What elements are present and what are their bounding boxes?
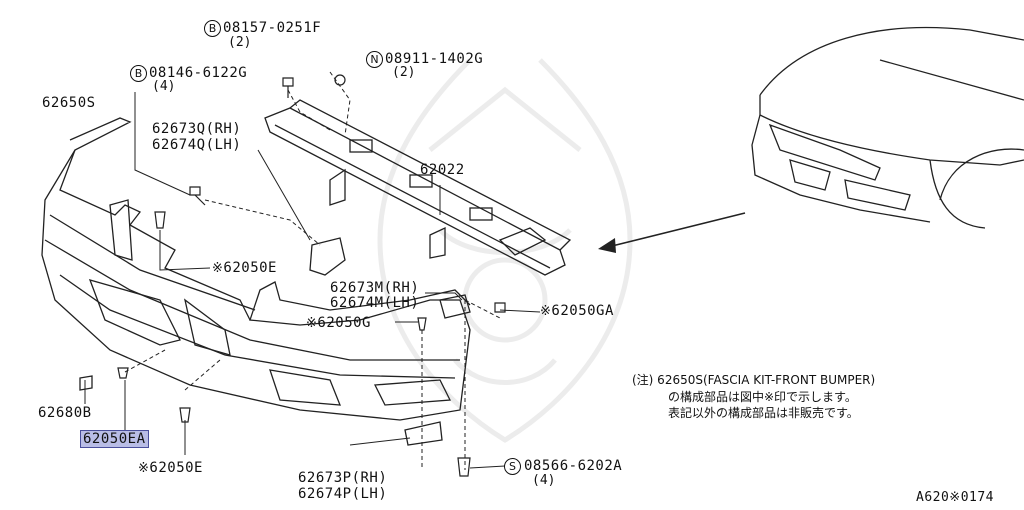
bumper-fascia-drawing: [41, 117, 471, 421]
label-clip-62050g[interactable]: ※62050G: [306, 315, 371, 331]
label-screw-08566[interactable]: 08566-6202A: [524, 458, 623, 474]
qty-screw-08566: (4): [532, 473, 556, 488]
label-bracket-62674m[interactable]: 62674M(LH): [330, 295, 420, 311]
note-line-1: (注) 62650S(FASCIA KIT-FRONT BUMPER): [632, 373, 876, 387]
label-bracket-62673q[interactable]: 62673Q(RH): [152, 121, 242, 137]
label-bolt-08146[interactable]: 08146-6122G: [149, 65, 248, 81]
label-bracket-62673m[interactable]: 62673M(RH): [330, 280, 420, 296]
label-bracket-62674p[interactable]: 62674P(LH): [298, 486, 388, 502]
label-bracket-62680b[interactable]: 62680B: [38, 405, 92, 421]
watermark-emblem: [377, 58, 633, 443]
qty-bolt-08146: (4): [152, 79, 176, 94]
fastener-drawings: [117, 74, 506, 477]
label-clip-62050ea[interactable]: 62050EA: [80, 430, 149, 448]
bolt-symbol-b-left: B: [130, 65, 147, 82]
qty-bolt-08157: (2): [228, 35, 252, 50]
note-line-3: 表記以外の構成部品は非販売です。: [668, 406, 859, 420]
label-reinforcement-62022[interactable]: 62022: [420, 162, 465, 178]
nut-symbol-n: N: [366, 51, 383, 68]
label-clip-62050ga[interactable]: ※62050GA: [540, 303, 614, 319]
leader-lines: [84, 71, 541, 470]
star-mark: ※: [540, 304, 552, 319]
label-nut-08911[interactable]: 08911-1402G: [385, 51, 484, 67]
label-bolt-08157[interactable]: 08157-0251F: [223, 20, 322, 36]
bracket-drawings: [79, 237, 471, 446]
label-clip-62050e-upper[interactable]: ※62050E: [212, 260, 277, 276]
label-clip-62050e-lower[interactable]: ※62050E: [138, 460, 203, 476]
label-bracket-62674q[interactable]: 62674Q(LH): [152, 137, 242, 153]
screw-symbol-s: S: [504, 458, 521, 475]
label-bracket-62673p[interactable]: 62673P(RH): [298, 470, 388, 486]
car-inset-drawing: [751, 26, 1024, 229]
qty-nut-08911: (2): [392, 65, 416, 80]
bolt-symbol-b: B: [204, 20, 221, 37]
label-fascia-62650s[interactable]: 62650S: [42, 95, 96, 111]
diagram-id: A620※0174: [916, 490, 995, 505]
star-mark: ※: [306, 316, 318, 331]
star-mark: ※: [138, 461, 150, 476]
note-line-2: の構成部品は図中※印で示します。: [668, 390, 857, 404]
arrow-pointer: [598, 212, 746, 253]
star-mark: ※: [212, 261, 224, 276]
highlighted-part-number: 62050EA: [80, 430, 149, 448]
reinforcement-beam-drawing: [264, 99, 572, 276]
